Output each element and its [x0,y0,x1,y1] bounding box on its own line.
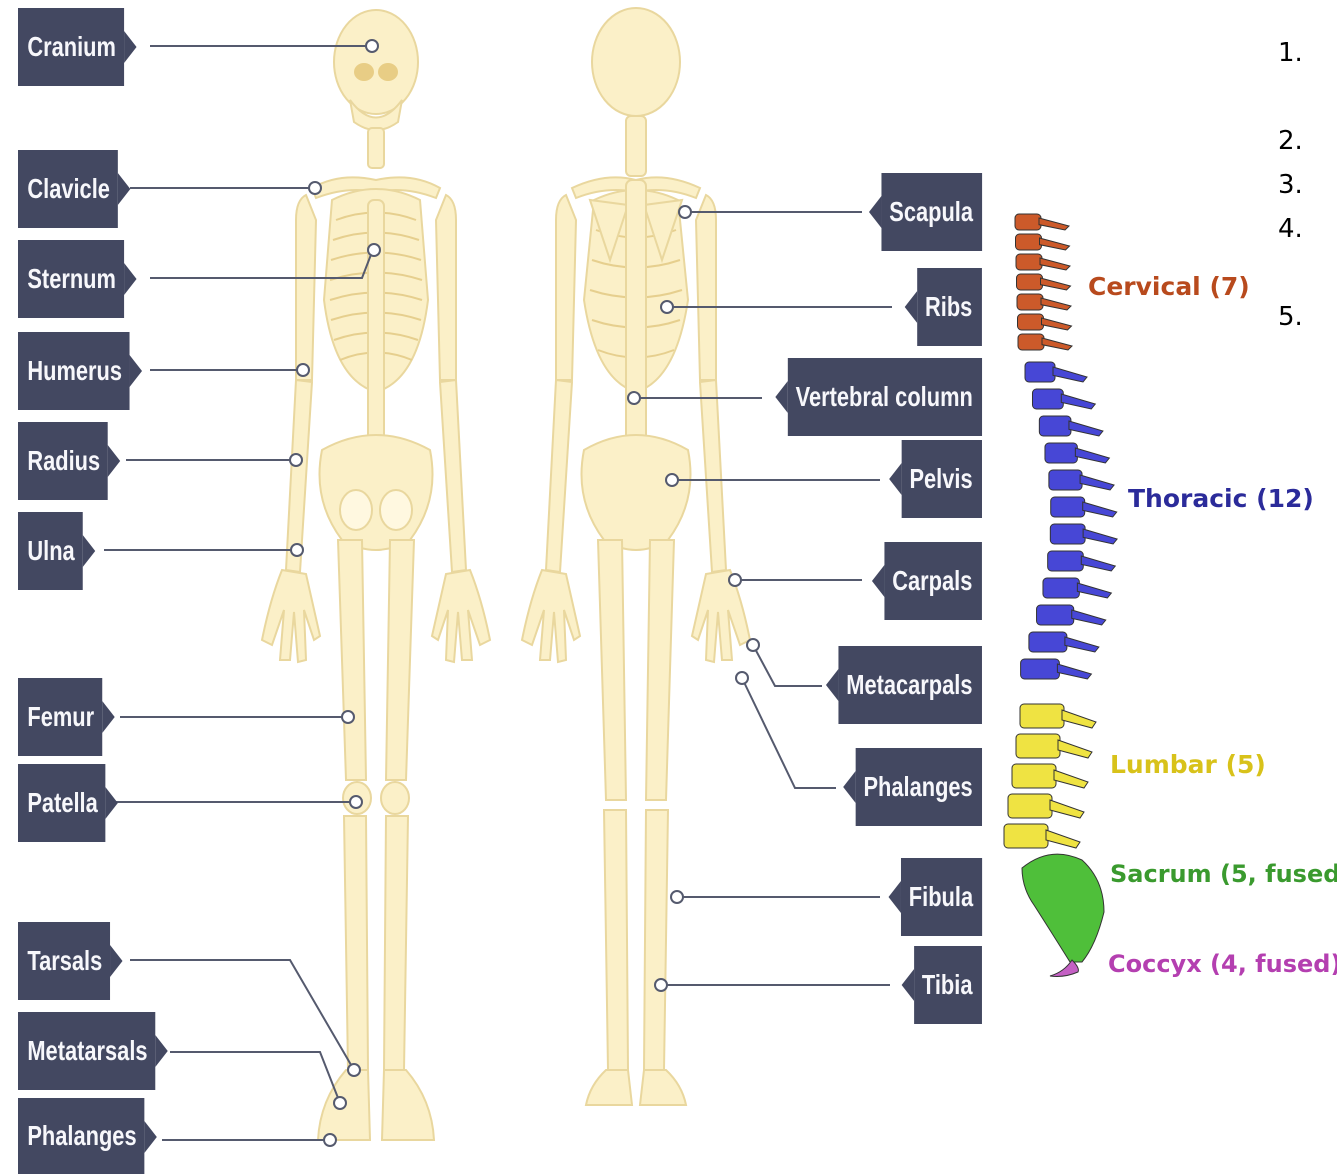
label-phalanges-hand: Phalanges [856,748,982,826]
thoracic-vertebra [1050,524,1117,544]
thoracic-vertebra [1051,497,1117,517]
spine-label-sacrum: Sacrum (5, fused) [1110,860,1337,888]
list-number-4: 4. [1278,214,1303,244]
sacrum-segment [1022,854,1104,962]
label-humerus: Humerus [18,332,130,410]
label-ulna: Ulna [18,512,82,590]
label-tibia: Tibia [914,946,982,1024]
thoracic-vertebra [1032,389,1095,409]
label-ribs: Ribs [918,268,982,346]
label-metatarsals: Metatarsals [18,1012,155,1090]
thoracic-vertebra [1049,470,1114,490]
spine-label-lumbar: Lumbar (5) [1110,750,1266,779]
leader-lines [104,46,892,1140]
label-tarsals: Tarsals [18,922,110,1000]
thoracic-vertebra [1048,551,1116,571]
lumbar-segment [1004,704,1096,848]
label-carpals: Carpals [885,542,982,620]
label-radius: Radius [18,422,108,500]
label-femur: Femur [18,678,102,756]
list-number-2: 2. [1278,126,1303,156]
spine-label-coccyx: Coccyx (4, fused) [1108,950,1337,978]
spine-label-thoracic: Thoracic (12) [1128,484,1314,513]
label-pelvis: Pelvis [902,440,982,518]
list-number-1: 1. [1278,38,1303,68]
thoracic-vertebra [1039,416,1103,436]
back-skeleton [522,8,750,1105]
label-sternum: Sternum [18,240,124,318]
list-number-3: 3. [1278,170,1303,200]
label-vertebral-column: Vertebral column [788,358,982,436]
thoracic-vertebra [1045,443,1109,463]
label-scapula: Scapula [881,173,982,251]
label-clavicle: Clavicle [18,150,118,228]
cervical-vertebra [1017,274,1071,290]
thoracic-vertebra [1025,362,1087,382]
label-cranium: Cranium [18,8,124,86]
lumbar-vertebra [1012,764,1088,788]
label-phalanges-foot: Phalanges [18,1098,144,1174]
list-number-5: 5. [1278,302,1303,332]
cervical-segment [1015,214,1072,350]
vertebral-column-illustration [1004,214,1117,977]
lumbar-vertebra [1020,704,1096,728]
cervical-vertebra [1016,254,1070,270]
thoracic-vertebra [1037,605,1106,625]
thoracic-vertebra [1029,632,1099,652]
coccyx-segment [1050,960,1078,977]
cervical-vertebra [1016,234,1070,250]
label-metacarpals: Metacarpals [839,646,982,724]
lumbar-vertebra [1004,824,1080,848]
cervical-vertebra [1017,294,1071,310]
cervical-vertebra [1018,334,1072,350]
cervical-vertebra [1018,314,1072,330]
label-patella: Patella [18,764,106,842]
spine-label-cervical: Cervical (7) [1088,272,1250,301]
thoracic-vertebra [1043,578,1111,598]
thoracic-vertebra [1021,659,1092,679]
lumbar-vertebra [1016,734,1092,758]
label-fibula: Fibula [901,858,982,936]
thoracic-segment [1021,362,1118,679]
lumbar-vertebra [1008,794,1084,818]
cervical-vertebra [1015,214,1069,230]
